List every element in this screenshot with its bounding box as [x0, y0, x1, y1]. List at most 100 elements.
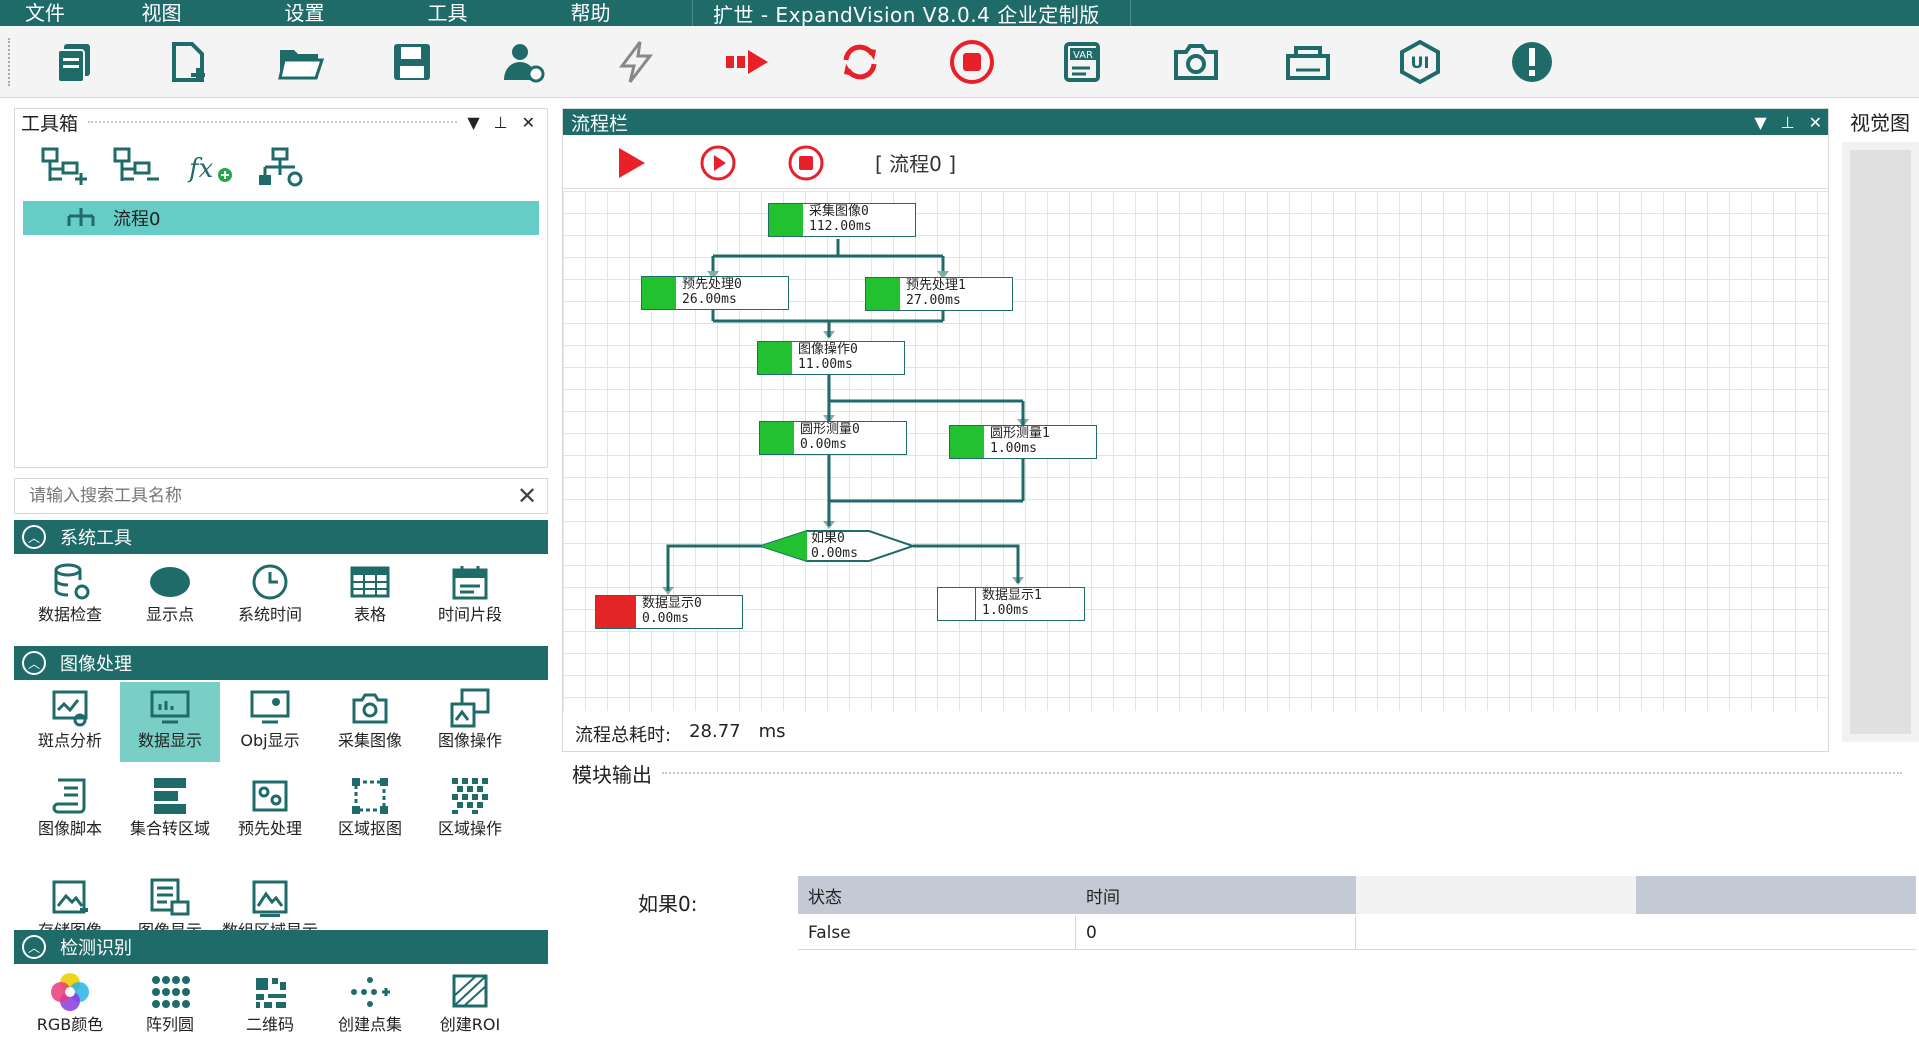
variable-button[interactable]: VAR: [1056, 34, 1112, 90]
category-detection[interactable]: ︿ 检测识别: [14, 930, 548, 964]
node-time: 112.00ms: [809, 219, 872, 234]
node-preprocess-0[interactable]: 预先处理0 26.00ms: [641, 276, 789, 310]
total-time-label: 流程总耗时:: [575, 725, 672, 746]
menu-tools[interactable]: 工具: [427, 1, 468, 25]
clear-search-icon[interactable]: ✕: [516, 482, 538, 510]
flow-diagram: [662, 239, 1029, 595]
run-once-button[interactable]: [720, 34, 776, 90]
node-circle-measure-0[interactable]: 圆形测量0 0.00ms: [759, 421, 907, 455]
toolbar-grip[interactable]: [8, 38, 12, 86]
close-icon[interactable]: ✕: [1808, 112, 1822, 132]
tool-region-crop[interactable]: 区域抠图: [320, 770, 420, 850]
node-acquire-image[interactable]: 采集图像0 112.00ms: [768, 203, 916, 237]
node-circle-measure-1[interactable]: 圆形测量1 1.00ms: [949, 425, 1097, 459]
tool-data-check[interactable]: 数据检查: [20, 556, 120, 636]
category-image-processing[interactable]: ︿ 图像处理: [14, 646, 548, 680]
output-drag-handle[interactable]: [662, 772, 1902, 774]
loop-flow-icon[interactable]: [699, 144, 737, 182]
about-icon: [1512, 41, 1552, 82]
add-flow-icon[interactable]: [41, 147, 91, 187]
tool-label: 预先处理: [237, 819, 302, 838]
image-view[interactable]: [1842, 142, 1919, 742]
tool-data-display[interactable]: 数据显示: [120, 682, 220, 762]
arrow-imgop: [823, 331, 835, 339]
table-header: 状态 时间: [798, 876, 1916, 914]
save-button[interactable]: [384, 34, 440, 90]
tool-preprocess[interactable]: 预先处理: [220, 770, 320, 850]
menu-help[interactable]: 帮助: [570, 1, 611, 25]
script-icon: [52, 778, 86, 814]
user-settings-button[interactable]: [496, 34, 552, 90]
dropdown-icon[interactable]: ▼: [1754, 112, 1767, 132]
tool-search-input[interactable]: [29, 486, 507, 506]
node-time: 1.00ms: [982, 603, 1029, 618]
flow-panel-title: 流程栏: [571, 112, 629, 135]
arrow-disp1: [1012, 577, 1024, 585]
node-data-display-1[interactable]: 数据显示1 1.00ms: [937, 587, 1085, 621]
tool-image-operation[interactable]: 图像操作: [420, 682, 520, 762]
table-row[interactable]: False 0: [798, 914, 1916, 952]
run-flow-icon[interactable]: [611, 144, 649, 182]
tool-qr-code[interactable]: 二维码: [220, 966, 320, 1043]
tool-create-point-set[interactable]: 创建点集: [320, 966, 420, 1043]
camera-button[interactable]: [1168, 34, 1224, 90]
tool-blob-analysis[interactable]: 斑点分析: [20, 682, 120, 762]
tool-time-segment[interactable]: 时间片段: [420, 556, 520, 636]
flow-tree-item[interactable]: 流程0: [23, 201, 539, 235]
node-preprocess-1[interactable]: 预先处理1 27.00ms: [865, 277, 1013, 311]
arrow-circle0: [823, 415, 835, 423]
node-time: 0.00ms: [642, 611, 689, 626]
array-region-display-icon: [252, 880, 288, 917]
node-name: 采集图像0: [809, 204, 869, 219]
tool-set-to-region[interactable]: 集合转区域: [120, 770, 220, 864]
tool-table[interactable]: 表格: [320, 556, 420, 636]
communication-button[interactable]: [1280, 34, 1336, 90]
node-if[interactable]: 如果0 0.00ms: [759, 529, 915, 563]
node-time: 0.00ms: [800, 437, 847, 452]
image-operation-icon: [758, 342, 792, 374]
total-time-unit: ms: [758, 721, 786, 742]
loop-run-button[interactable]: [832, 34, 888, 90]
about-button[interactable]: [1504, 34, 1560, 90]
pin-icon[interactable]: ⊥: [1780, 112, 1795, 132]
dropdown-icon[interactable]: ▼: [467, 112, 480, 132]
flow-settings-icon[interactable]: [257, 147, 307, 187]
tool-label: 时间片段: [437, 605, 502, 624]
stop-button[interactable]: [944, 34, 1000, 90]
flow-canvas[interactable]: 采集图像0 112.00ms 预先处理0 26.00ms 预先处理1 27.00…: [563, 191, 1828, 711]
tool-label: Obj显示: [240, 731, 300, 750]
tool-image-script[interactable]: 图像脚本: [20, 770, 120, 850]
remove-flow-icon[interactable]: [113, 147, 163, 187]
tool-label: 显示点: [145, 605, 194, 624]
tool-obj-display[interactable]: Obj显示: [220, 682, 320, 762]
menu-view[interactable]: 视图: [141, 1, 182, 25]
node-data-display-0[interactable]: 数据显示0 0.00ms: [595, 595, 743, 629]
stop-flow-icon[interactable]: [787, 144, 825, 182]
tool-region-operation[interactable]: 区域操作: [420, 770, 520, 850]
menu-settings[interactable]: 设置: [284, 1, 325, 25]
open-solution-button[interactable]: [48, 34, 104, 90]
tool-show-point[interactable]: 显示点: [120, 556, 220, 636]
new-flow-button[interactable]: [160, 34, 216, 90]
category-system-tools[interactable]: ︿ 系统工具: [14, 520, 548, 554]
blob-analysis-icon: [52, 690, 88, 727]
trigger-button[interactable]: [608, 34, 664, 90]
tool-system-time[interactable]: 系统时间: [220, 556, 320, 636]
tool-rgb-color[interactable]: RGB颜色: [20, 966, 120, 1043]
tool-circle-array[interactable]: 阵列圆: [120, 966, 220, 1043]
node-image-operation[interactable]: 图像操作0 11.00ms: [757, 341, 905, 375]
tool-label: 创建ROI: [439, 1015, 501, 1034]
table-icon: [350, 566, 390, 598]
tool-create-roi[interactable]: 创建ROI: [420, 966, 520, 1043]
pin-icon[interactable]: ⊥: [493, 112, 508, 132]
close-icon[interactable]: ✕: [521, 112, 535, 132]
column-header-time[interactable]: 时间: [1076, 876, 1356, 914]
tool-acquire-image[interactable]: 采集图像: [320, 682, 420, 762]
menu-file[interactable]: 文件: [25, 1, 65, 25]
ui-button[interactable]: UI: [1392, 34, 1448, 90]
open-folder-button[interactable]: [272, 34, 328, 90]
toolbox-drag-handle[interactable]: [88, 121, 458, 123]
global-script-icon[interactable]: fx: [185, 147, 235, 187]
column-header-status[interactable]: 状态: [798, 876, 1076, 914]
node-time: 26.00ms: [682, 292, 737, 307]
